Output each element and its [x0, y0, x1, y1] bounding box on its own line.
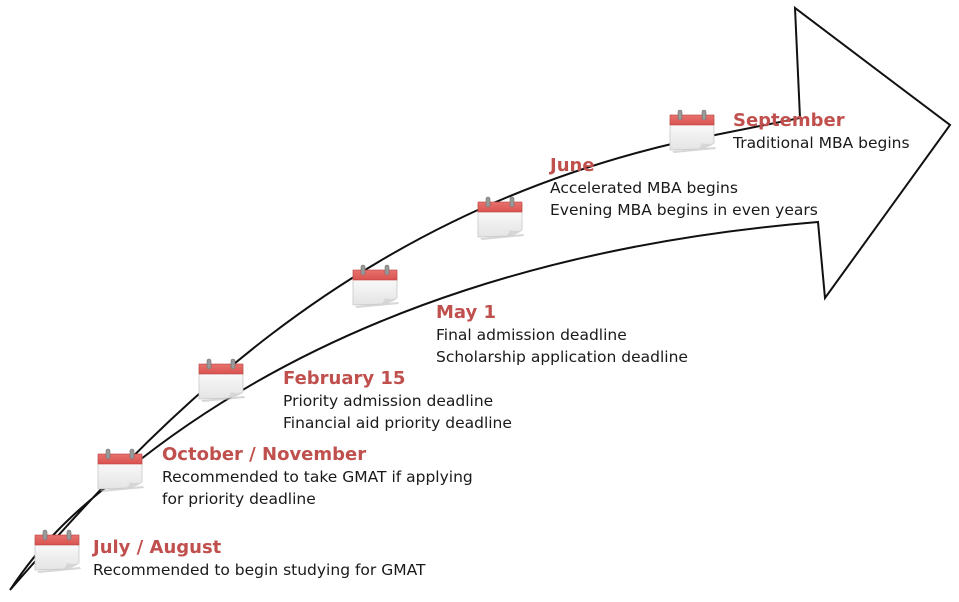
milestone-text: February 15 Priority admission deadline … [283, 367, 512, 434]
calendar-icon [33, 527, 83, 573]
milestone-detail: Evening MBA begins in even years [550, 201, 818, 219]
milestone-date: July / August [93, 537, 222, 558]
calendar-icon-graphic [34, 529, 81, 573]
milestone-detail: Traditional MBA begins [733, 134, 910, 152]
calendar-icon [476, 194, 526, 240]
milestone-detail: Scholarship application deadline [436, 348, 688, 366]
milestone-detail: Final admission deadline [436, 326, 627, 344]
milestone-date: October / November [162, 444, 367, 465]
calendar-icon [96, 446, 146, 492]
milestone-date: February 15 [283, 368, 406, 389]
milestone-detail: Recommended to begin studying for GMAT [93, 561, 426, 579]
milestone-text: May 1 Final admission deadline Scholarsh… [436, 301, 688, 368]
calendar-icon-graphic [477, 196, 524, 240]
milestone-text: October / November Recommended to take G… [162, 443, 473, 510]
arrow-outline [9, 5, 952, 591]
milestone-detail: Accelerated MBA begins [550, 179, 738, 197]
calendar-icon-graphic [97, 448, 144, 492]
milestone-date: September [733, 110, 845, 131]
milestone-date: June [550, 155, 595, 176]
milestone-detail: Recommended to take GMAT if applying [162, 468, 473, 486]
calendar-icon [351, 262, 401, 308]
calendar-icon-graphic [669, 109, 716, 153]
milestone-date: May 1 [436, 302, 497, 323]
milestone-detail: Financial aid priority deadline [283, 414, 512, 432]
milestone-text: September Traditional MBA begins [733, 109, 910, 154]
milestone-text: June Accelerated MBA begins Evening MBA … [550, 154, 818, 221]
milestone-text: July / August Recommended to begin study… [93, 536, 425, 581]
calendar-icon [197, 356, 247, 402]
milestone-detail: Priority admission deadline [283, 392, 494, 410]
milestone-detail: for priority deadline [162, 490, 316, 508]
calendar-icon-graphic [352, 264, 399, 308]
calendar-icon [668, 107, 718, 153]
calendar-icon-graphic [198, 358, 245, 402]
